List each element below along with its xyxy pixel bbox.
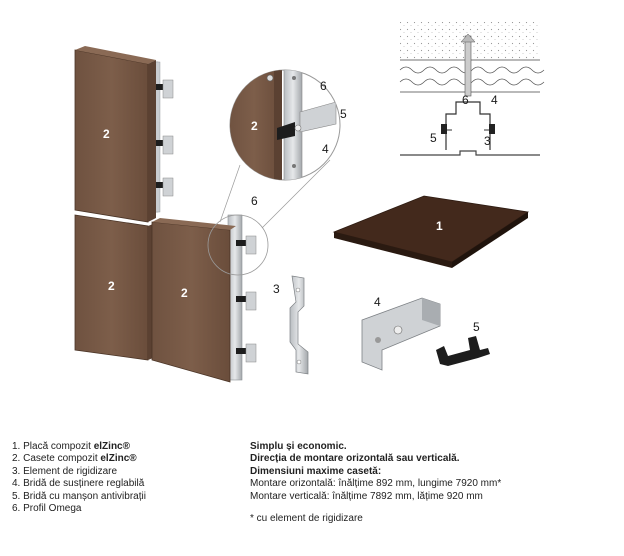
label-6-facade: 6 — [251, 194, 258, 208]
label-2-lower-right: 2 — [181, 286, 188, 300]
legend-item-1: 1. Placă compozit elZinc® — [12, 441, 130, 452]
specs-direction: Direcția de montare orizontală sau verti… — [250, 453, 460, 465]
label-2-zoom: 2 — [251, 119, 258, 133]
label-4-section: 4 — [491, 93, 498, 107]
legend-item-5: 5. Bridă cu manșon antivibrații — [12, 490, 146, 502]
specs-dims-title: Dimensiuni maxime casetă: — [250, 465, 382, 477]
label-6-section: 6 — [462, 93, 469, 107]
label-3-element: 3 — [273, 282, 280, 296]
label-4-bracket: 4 — [374, 295, 381, 309]
specs-vertical: Montare verticală: înălțime 7892 mm, lăț… — [250, 490, 483, 502]
cassette-upper-left — [74, 49, 149, 223]
composite-plate: 1 — [332, 195, 530, 268]
adjustable-support-bracket: 4 — [361, 295, 441, 371]
specs-block: Simplu și economic. Direcția de montare … — [250, 441, 501, 503]
label-2-upper: 2 — [103, 127, 110, 141]
label-6-zoom: 6 — [320, 79, 327, 93]
specs-horizontal: Montare orizontală: înălțime 892 mm, lun… — [250, 478, 502, 490]
stiffening-element: 3 — [273, 275, 309, 375]
facade-system-diagram: 2 2 2 6 2 6 5 4 — [74, 22, 545, 383]
label-5-zoom: 5 — [340, 107, 347, 121]
legend-item-2: 2. Casete compozit elZinc® — [12, 453, 137, 465]
cross-section-detail: 6 4 5 3 — [399, 22, 545, 156]
legend-item-6: 6. Profil Omega — [12, 503, 82, 515]
legend-item-3: 3. Element de rigidizare — [12, 465, 118, 477]
facade-assembly: 2 2 2 6 — [74, 46, 331, 383]
label-5-section: 5 — [430, 131, 437, 145]
label-2-lower-left: 2 — [108, 279, 115, 293]
support-brackets-lower — [236, 235, 257, 363]
label-3-section: 3 — [484, 134, 491, 148]
support-brackets-upper — [152, 79, 174, 197]
zoom-source-circle — [207, 214, 269, 276]
label-1-plate: 1 — [436, 219, 443, 233]
zoom-detail: 2 6 5 4 — [229, 69, 347, 181]
footnote: * cu element de rigidizare — [250, 513, 363, 524]
cassette-lower-right — [151, 221, 231, 383]
specs-headline: Simplu și economic. — [250, 441, 347, 452]
label-4-zoom: 4 — [322, 142, 329, 156]
legend: 1. Placă compozit elZinc® 2. Casete comp… — [12, 441, 146, 515]
legend-item-4: 4. Bridă de susținere reglabilă — [12, 478, 145, 490]
label-5-bracket: 5 — [473, 320, 480, 334]
anti-vibration-bracket: 5 — [436, 320, 490, 366]
